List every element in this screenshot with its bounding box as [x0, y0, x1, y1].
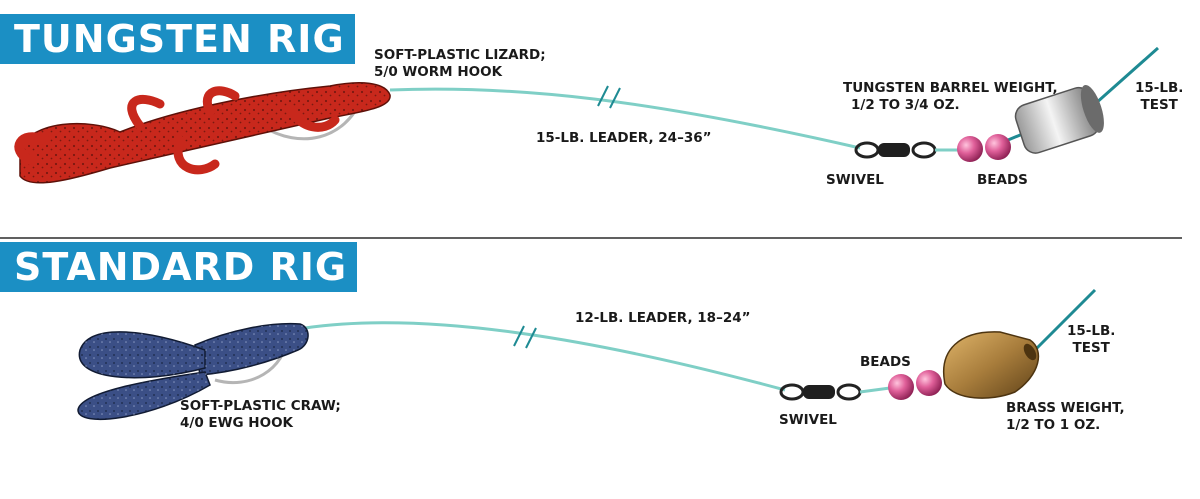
tungsten-swivel — [854, 141, 958, 159]
tungsten-bead-1 — [957, 136, 983, 162]
tungsten-leader-break-mark — [597, 85, 621, 109]
standard-line-label: 15-LB. TEST — [1067, 323, 1116, 356]
lizard-lure — [14, 82, 391, 184]
tungsten-weight-label: TUNGSTEN BARREL WEIGHT, 1/2 TO 3/4 OZ. — [843, 80, 1058, 113]
standard-bead-1 — [888, 374, 914, 400]
tungsten-swivel-label: SWIVEL — [826, 172, 884, 188]
tungsten-line-label: 15-LB. TEST — [1135, 80, 1184, 113]
craw-lure — [77, 322, 309, 420]
tungsten-beads-label: BEADS — [977, 172, 1028, 188]
tungsten-leader-label: 15-LB. LEADER, 24–36” — [536, 130, 712, 146]
tungsten-lure-label: SOFT-PLASTIC LIZARD; 5/0 WORM HOOK — [374, 47, 546, 80]
standard-bead-2 — [916, 370, 942, 396]
standard-rig-title: STANDARD RIG — [0, 242, 357, 292]
tungsten-barrel-weight — [1014, 84, 1104, 154]
standard-beads-label: BEADS — [860, 354, 911, 370]
standard-swivel-label: SWIVEL — [779, 412, 837, 428]
tungsten-leader-line — [389, 87, 861, 150]
standard-leader-label: 12-LB. LEADER, 18–24” — [575, 310, 751, 326]
standard-leader-break-mark — [513, 325, 537, 349]
brass-bullet-weight — [943, 331, 1040, 399]
tungsten-rig-title: TUNGSTEN RIG — [0, 14, 355, 64]
standard-weight-label: BRASS WEIGHT, 1/2 TO 1 OZ. — [1006, 400, 1125, 433]
standard-main-line — [1028, 288, 1097, 357]
tungsten-bead-2 — [985, 134, 1011, 160]
standard-lure-label: SOFT-PLASTIC CRAW; 4/0 EWG HOOK — [180, 398, 341, 431]
standard-swivel — [779, 383, 891, 401]
standard-leader-line — [304, 321, 786, 392]
